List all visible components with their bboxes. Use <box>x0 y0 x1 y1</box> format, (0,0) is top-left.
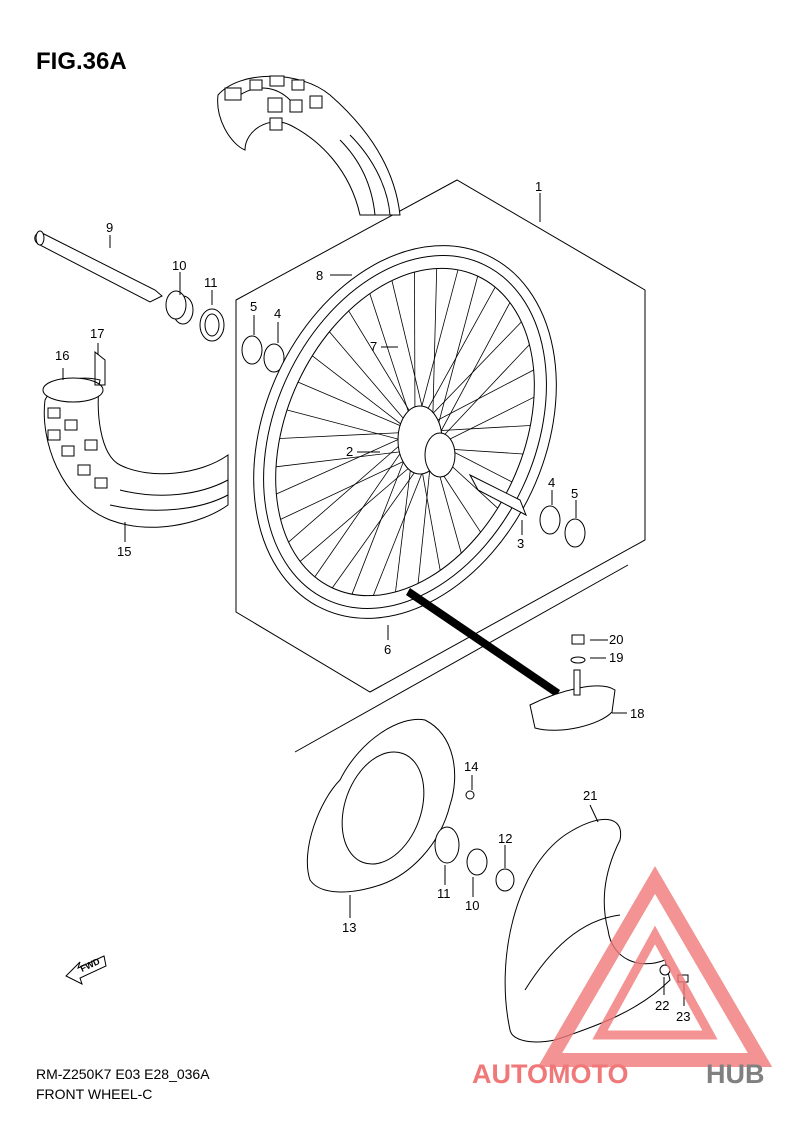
part-label-2: 2 <box>346 444 353 459</box>
wheel-assembly <box>253 245 557 619</box>
spoke <box>288 431 416 543</box>
part-label-4a: 4 <box>274 306 281 321</box>
part-label-8: 8 <box>316 268 323 283</box>
part-label-21: 21 <box>583 788 597 803</box>
part-label-7: 7 <box>370 339 377 354</box>
oil-seal-top <box>199 308 225 342</box>
part-label-5a: 5 <box>250 299 257 314</box>
spoke <box>431 344 530 449</box>
spoke <box>431 302 511 449</box>
figure-title: FIG.36A <box>36 48 127 75</box>
part-label-9: 9 <box>106 220 113 235</box>
part-label-12: 12 <box>498 831 512 846</box>
spoke <box>369 293 416 433</box>
part-label-23: 23 <box>676 1009 690 1024</box>
tire-drawing <box>217 75 401 216</box>
tire-front-section <box>42 350 229 528</box>
part-label-5b: 5 <box>571 486 578 501</box>
leader-lines <box>62 193 685 1006</box>
collar-top <box>165 290 194 325</box>
part-label-20: 20 <box>609 632 623 647</box>
automotohub-watermark: AUTOMOTO HUB <box>472 866 773 1089</box>
dust-seal-right <box>564 518 586 548</box>
wheel-assembly-box <box>235 179 646 693</box>
bearing-right <box>539 505 561 535</box>
axle <box>34 230 163 303</box>
part-label-16: 16 <box>55 348 69 363</box>
part-label-4b: 4 <box>548 475 555 490</box>
dust-seal-left <box>241 335 263 365</box>
spoke <box>329 331 416 433</box>
part-label-1: 1 <box>535 179 542 194</box>
part-label-15: 15 <box>117 544 131 559</box>
spacer <box>468 473 527 517</box>
forward-direction-marker: FWD <box>65 955 107 985</box>
spoke <box>279 431 416 439</box>
part-label-22: 22 <box>655 998 669 1013</box>
watermark-text-hub: HUB <box>706 1059 765 1089</box>
disc-bolt <box>465 790 475 800</box>
part-label-11b: 11 <box>437 886 451 901</box>
part-label-19: 19 <box>609 650 623 665</box>
part-labels: 1 2 3 4 4 5 5 6 7 8 9 10 10 11 11 12 13 … <box>55 179 690 1024</box>
rim-lock-pointer <box>406 588 560 697</box>
spoke <box>297 381 416 433</box>
oil-seal-bottom <box>434 826 460 864</box>
part-label-11a: 11 <box>204 275 218 290</box>
spoke <box>276 431 416 495</box>
watermark-logo-icon <box>537 866 773 1067</box>
rim-lock <box>529 634 616 731</box>
spoke <box>414 269 459 433</box>
spoke <box>314 431 416 578</box>
lower-box-edge <box>294 564 629 753</box>
part-label-10a: 10 <box>172 258 186 273</box>
watermark-text-automoto: AUTOMOTO <box>472 1059 629 1089</box>
spoke <box>414 272 416 433</box>
part-label-3: 3 <box>517 536 524 551</box>
part-label-18: 18 <box>630 706 644 721</box>
part-label-13: 13 <box>342 920 356 935</box>
brake-disc <box>306 718 475 893</box>
part-label-14: 14 <box>464 759 478 774</box>
bearing-left <box>263 343 285 373</box>
collar-bottom <box>466 848 488 876</box>
part-label-6: 6 <box>384 642 391 657</box>
model-code: RM-Z250K7 E03 E28_036A <box>36 1066 210 1082</box>
spokes <box>275 268 535 596</box>
spacer-bottom <box>495 868 515 892</box>
part-label-10b: 10 <box>465 898 479 913</box>
part-label-17: 17 <box>90 326 104 341</box>
figure-name: FRONT WHEEL-C <box>36 1086 153 1102</box>
